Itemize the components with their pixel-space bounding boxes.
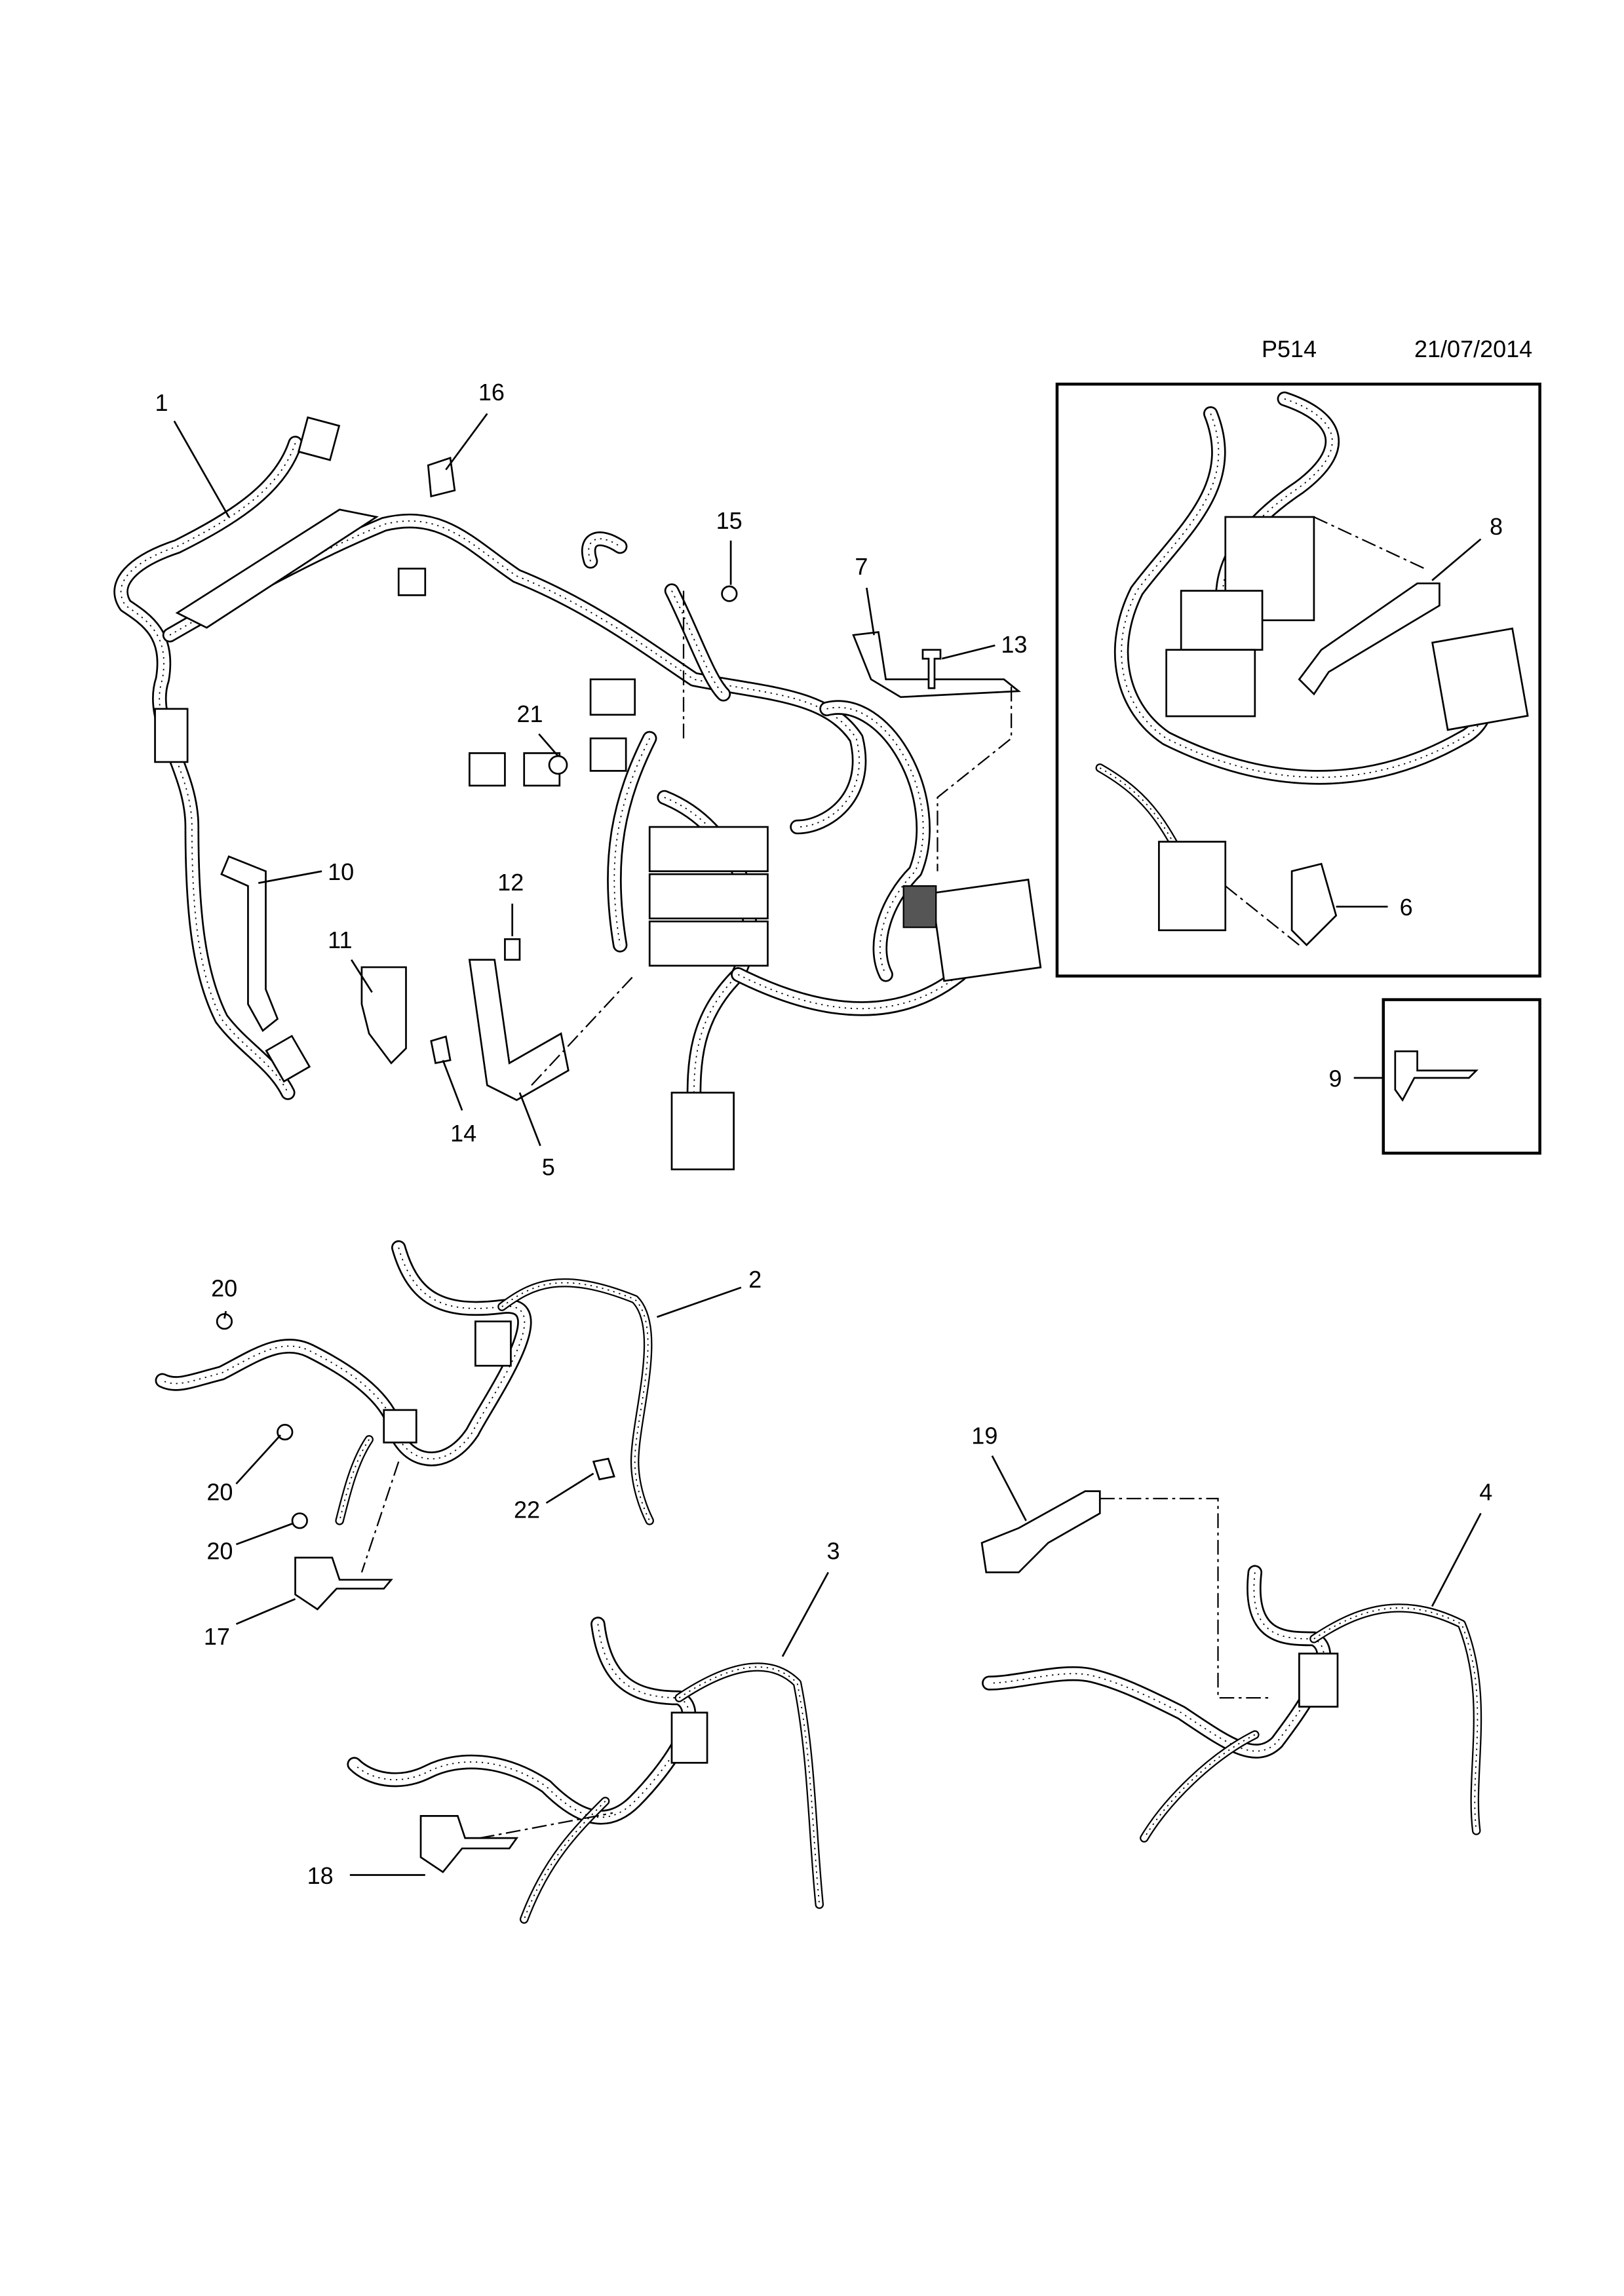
wire-sleeve-stroke [1313,1607,1479,1831]
wire-sleeve [1309,1603,1482,1835]
callout-2: 2 [748,1266,762,1293]
wire-sleeve-stroke [737,900,1020,1010]
wire-sleeve [674,1662,824,1909]
callout-13: 13 [1001,631,1027,658]
diagram-date: 21/07/2014 [1414,335,1533,362]
bracket-9-inset-box [1382,998,1541,1155]
wire-sleeve-stroke [588,538,724,695]
bracket-7[interactable] [852,631,1022,698]
battery-cable-3[interactable] [347,1617,824,1924]
callout-9: 9 [1328,1065,1342,1092]
callout-17: 17 [204,1623,230,1650]
nut-21[interactable] [548,755,568,775]
detail-inset-box [1055,382,1541,978]
bolt-13[interactable] [921,649,942,689]
bracket-18[interactable] [419,1815,519,1873]
callout-6: 6 [1400,894,1413,921]
bracket-19[interactable] [980,1490,1101,1574]
nut-20c[interactable] [291,1512,308,1529]
wire-sleeve-stroke [1311,1605,1480,1834]
wire-sleeve-stroke [982,1565,1331,1759]
callout-21: 21 [516,700,543,727]
callout-20-b: 20 [206,1478,233,1505]
callout-11: 11 [328,927,352,953]
wire-sleeve [335,1435,374,1525]
callout-12: 12 [497,869,524,896]
bracket-6[interactable] [1290,862,1338,947]
bracket-10[interactable] [220,855,279,1032]
callout-3: 3 [827,1537,840,1564]
callout-1: 1 [155,389,168,416]
wire-sleeve [347,1617,697,1825]
wire-sleeve-stroke [339,1439,370,1521]
callout-10: 10 [328,858,354,885]
nut-20b[interactable] [277,1424,294,1441]
wire-sleeve-stroke [519,1797,610,1924]
callout-labels: 1 16 15 7 13 21 10 12 11 14 5 8 6 9 2 20… [155,379,1503,1889]
bracket-5[interactable] [468,959,570,1101]
wire-sleeve-stroke [819,700,931,982]
engine-wiring-harness[interactable] [113,416,1042,1171]
wire-sleeve-stroke [1115,408,1492,783]
bracket-17[interactable] [294,1556,393,1611]
bracket-9[interactable] [1394,1050,1479,1102]
wire-sleeve-stroke [120,443,296,1093]
battery-cable-2[interactable] [155,1240,654,1525]
nut-15[interactable] [721,585,738,602]
leader-lines [173,413,1482,1876]
callout-8: 8 [1490,513,1503,540]
wire-sleeve-stroke [1309,1603,1482,1835]
bolt-14[interactable] [430,1035,452,1065]
wire-sleeve-stroke [676,1664,822,1908]
diagram-code: P514 [1262,335,1317,362]
wire-sleeve [581,531,731,702]
wire-sleeve-stroke [1144,1734,1256,1839]
wire-sleeve [982,1565,1331,1759]
wire-sleeve-stroke [983,1567,1330,1757]
callout-15: 15 [716,507,743,534]
wire-sleeve-stroke [162,1247,526,1460]
battery-cable-4[interactable] [982,1565,1482,1843]
wire-sleeve [1113,406,1494,785]
bracket-8[interactable] [1298,582,1440,696]
cap-22[interactable] [592,1457,615,1481]
callout-4: 4 [1479,1478,1492,1505]
wire-sleeve-stroke [354,1624,689,1818]
wire-sleeve-stroke [608,733,655,951]
wire-sleeve [497,1278,654,1525]
wire-sleeve [1140,1730,1260,1843]
wire-sleeve-stroke [678,1666,821,1905]
wire-sleeve-stroke [115,437,301,1099]
wire-sleeve-stroke [347,1617,697,1825]
callout-19: 19 [971,1423,997,1449]
wire-sleeve-stroke [989,1572,1324,1752]
callout-14: 14 [450,1120,476,1147]
wire-sleeve [819,700,931,982]
callout-20-a: 20 [211,1274,237,1301]
bracket-11[interactable] [360,966,407,1065]
wire-sleeve-stroke [501,1282,651,1521]
callout-5: 5 [542,1154,555,1181]
wire-sleeve [519,1797,610,1924]
wire-sleeve-stroke [826,706,924,975]
wire-sleeve [607,731,657,953]
inset-harness-detail [1095,391,1529,947]
callout-16: 16 [478,379,505,406]
callout-22: 22 [514,1496,540,1523]
bolt-12[interactable] [504,938,521,961]
wire-sleeve-stroke [521,1798,609,1923]
wire-sleeve [113,436,303,1100]
callout-18: 18 [307,1862,334,1889]
callout-20-c: 20 [206,1537,233,1564]
callout-7: 7 [855,553,868,580]
